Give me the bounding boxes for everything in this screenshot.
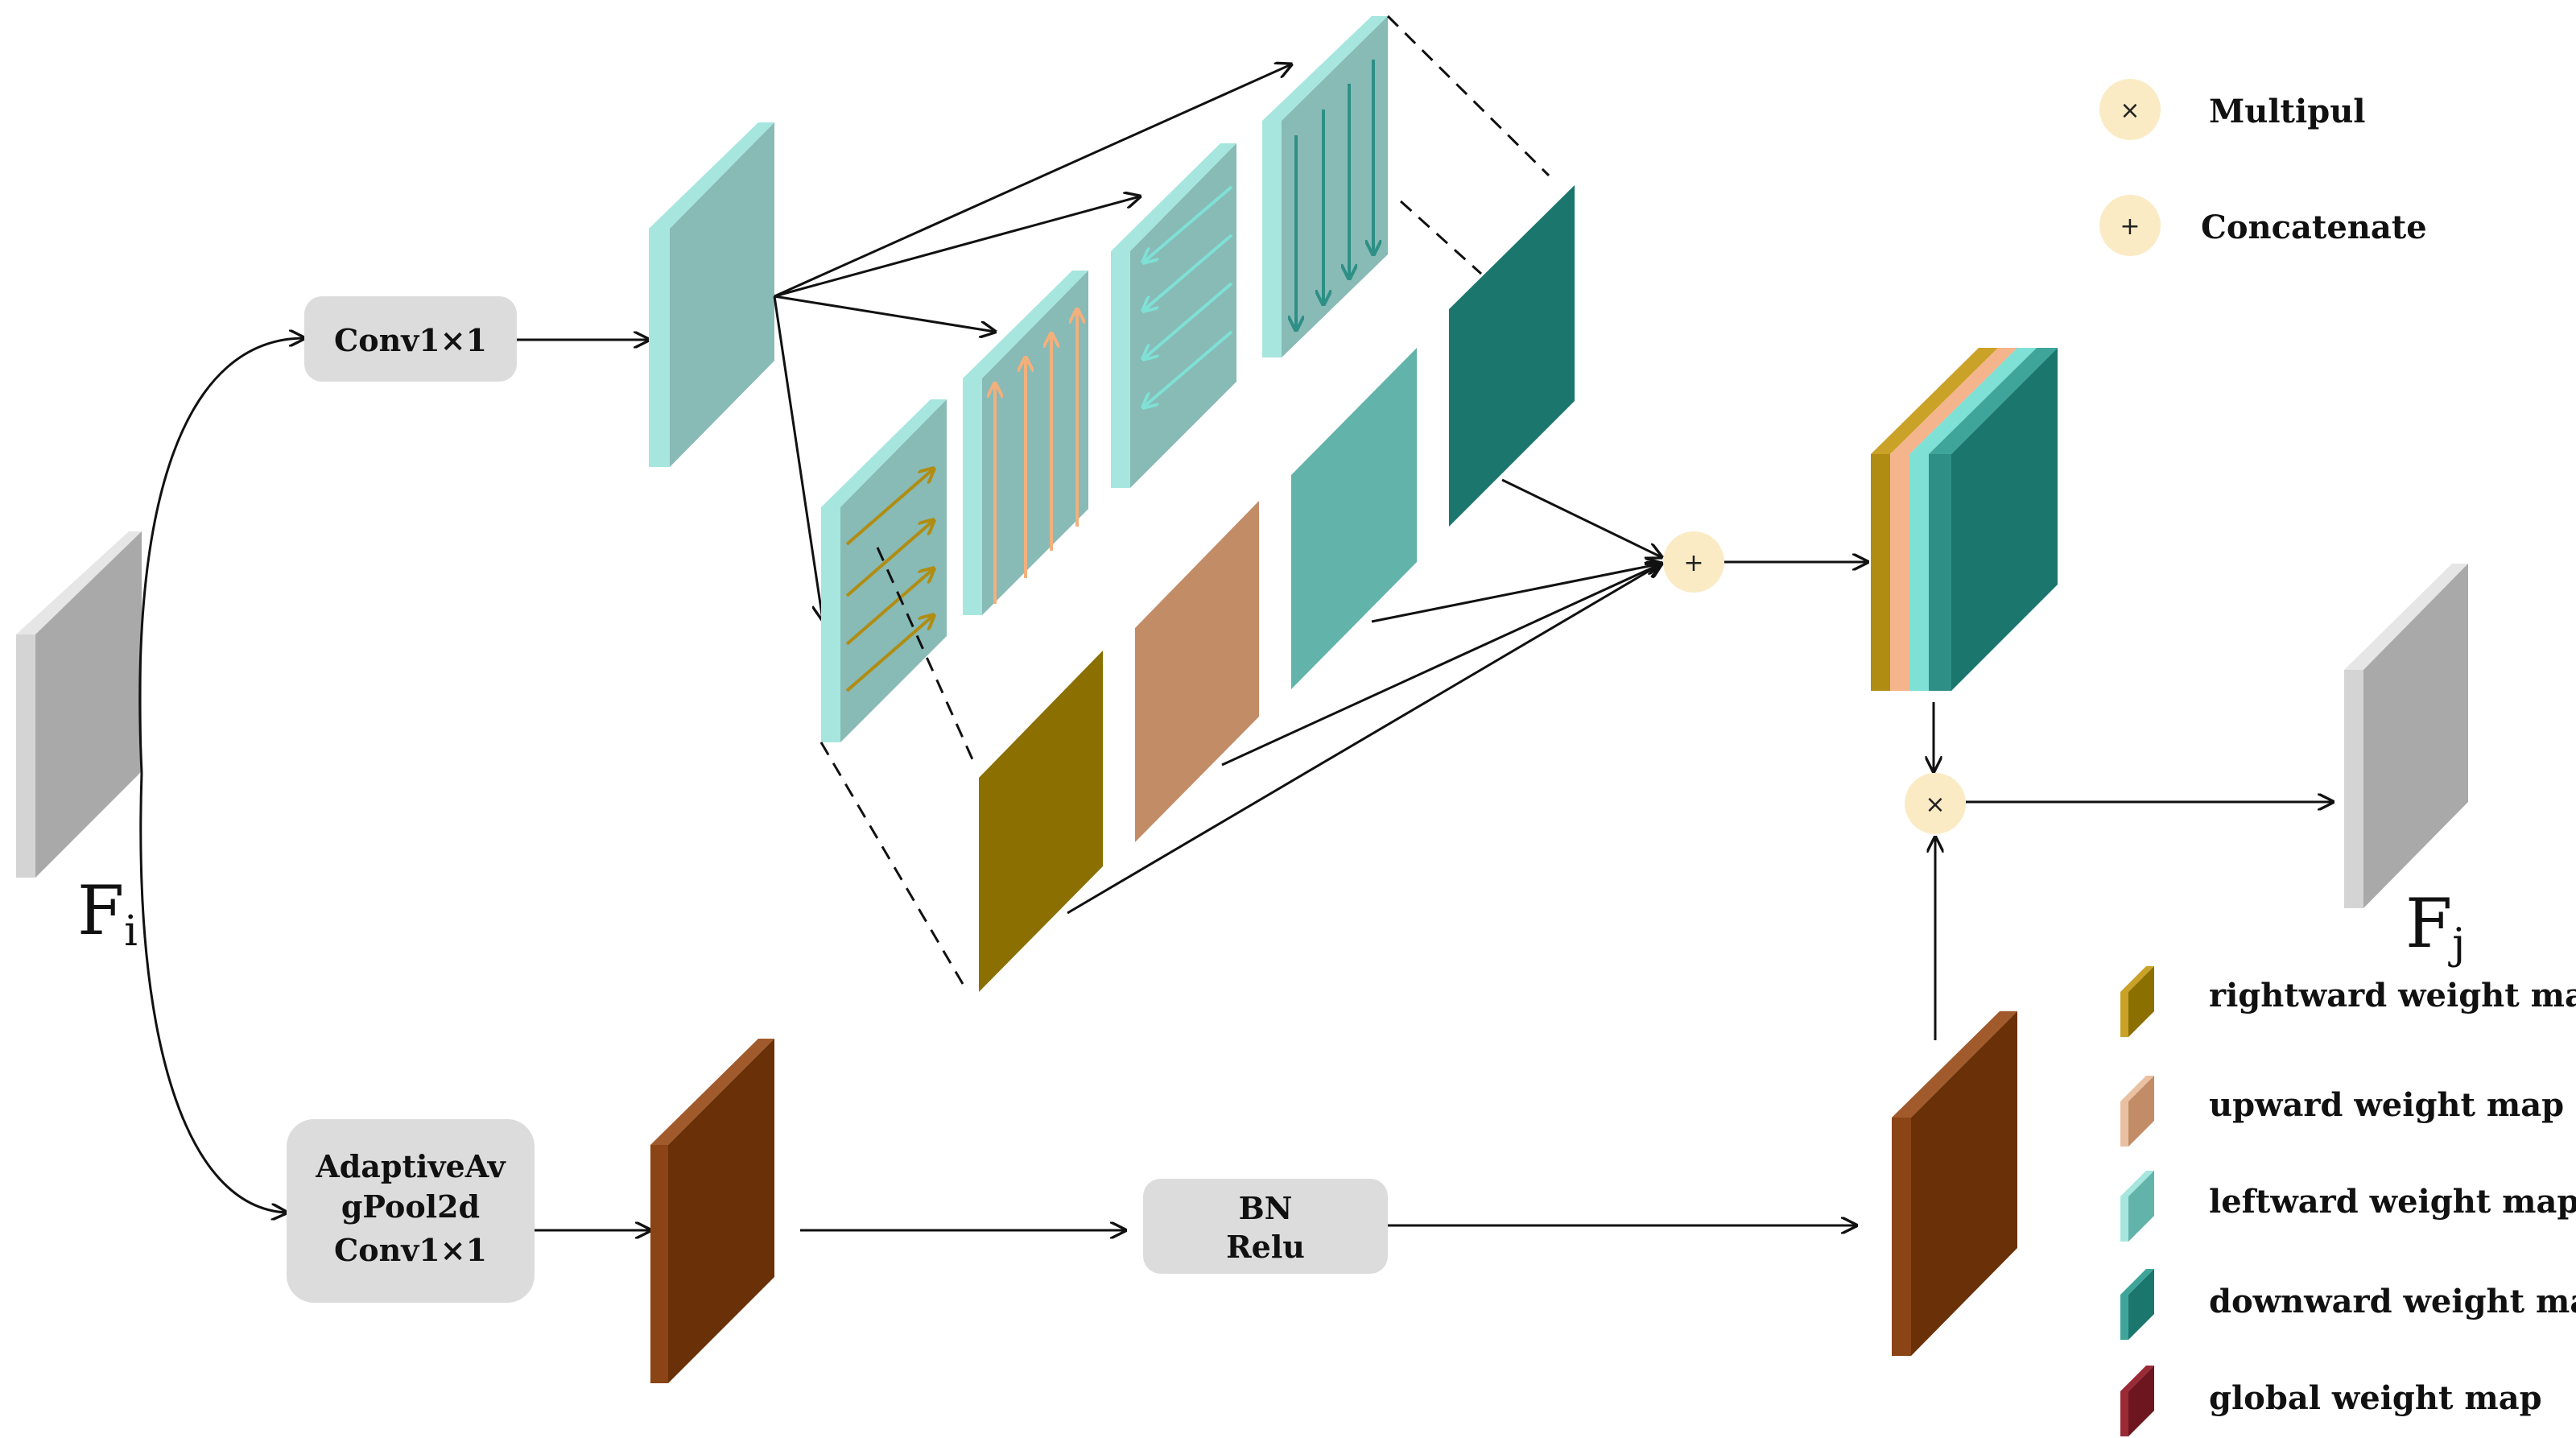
legend-concatenate: + Concatenate [2099,195,2427,256]
arrow-fi-to-pool [139,772,287,1213]
concatenate-operator: + [1663,531,1724,593]
legend-downward-label: downward weight map [2209,1283,2576,1320]
concatenated-weight-stack [1871,348,2058,691]
legend-concatenate-label: Concatenate [2201,209,2427,246]
downward-weight-map [1449,185,1575,527]
pool-label-line2: gPool2d [341,1188,480,1225]
upward-weight-map [1135,501,1259,842]
global-weight-feature-map [1892,1011,2017,1356]
legend-multiply-label: Multipul [2209,93,2365,130]
svg-text:×: × [2120,97,2140,125]
leftward-direction-map [1111,143,1236,488]
fi-label: Fi [77,871,138,956]
relu-label: Relu [1226,1229,1305,1265]
arrow-fi-to-conv [138,338,304,774]
fj-label: Fj [2405,884,2465,969]
legend-upward-label: upward weight map [2209,1086,2564,1124]
pool-label-line1: AdaptiveAv [315,1148,506,1184]
pool-label-line3: Conv1×1 [334,1232,487,1268]
legend-global-label: global weight map [2209,1379,2542,1417]
multiply-operator: × [1905,773,1966,834]
downward-direction-map [1262,16,1388,357]
output-feature-map-fj [2344,564,2468,908]
adaptive-pool-block: AdaptiveAv gPool2d Conv1×1 [287,1119,535,1303]
bn-relu-block: BN Relu [1143,1179,1388,1274]
legend-leftward-label: leftward weight map [2209,1183,2576,1221]
conv1x1-label: Conv1×1 [334,322,487,358]
legend-global: global weight map [2120,1366,2542,1436]
fanout-arrows [773,64,1291,620]
legend-upward: upward weight map [2120,1076,2564,1147]
svg-text:+: + [2120,213,2140,241]
legend-rightward: rightward weight map [2120,966,2576,1037]
legend-leftward: leftward weight map [2120,1171,2576,1242]
upward-direction-map [963,271,1088,615]
legend-rightward-label: rightward weight map [2209,977,2576,1014]
input-feature-map-fi [16,531,142,878]
global-feature-map [650,1039,774,1383]
legend-downward: downward weight map [2120,1269,2576,1340]
rightward-direction-map [821,399,947,742]
svg-text:×: × [1925,791,1945,819]
rightward-weight-map [979,651,1103,992]
leftward-weight-map [1291,348,1417,689]
projection-dashed-lines [819,14,1550,985]
conv1x1-block: Conv1×1 [304,296,517,382]
legend-multiply: × Multipul [2099,79,2365,140]
bn-label: BN [1239,1190,1293,1226]
legend: × Multipul + Concatenate rightward weigh… [2099,79,2576,1436]
svg-text:+: + [1683,549,1703,577]
conv-feature-map [649,122,774,467]
arrows-to-concat [1067,478,1662,915]
